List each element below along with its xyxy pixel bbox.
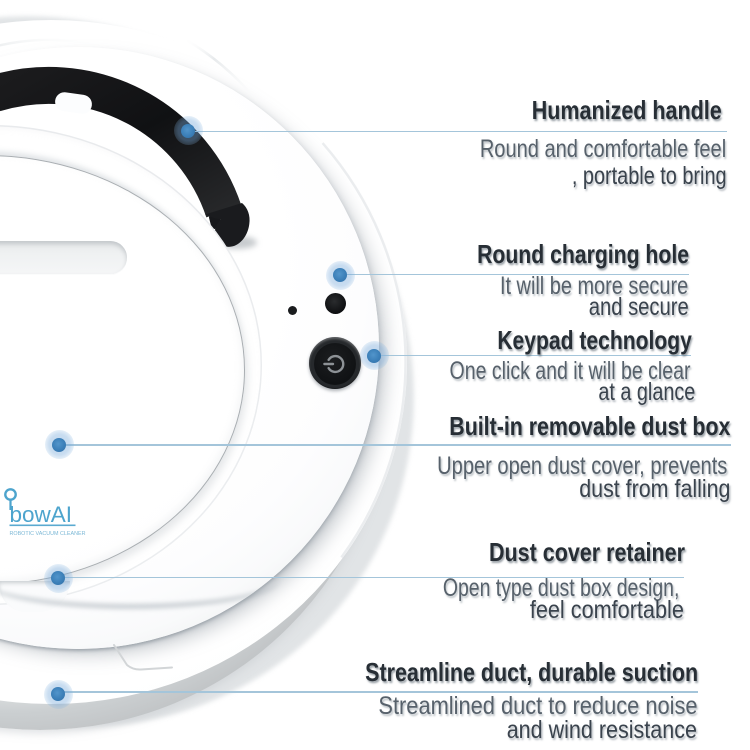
svg-text:bowAI: bowAI bbox=[10, 502, 73, 527]
svg-text:ROBOTIC VACUUM CLEANER: ROBOTIC VACUUM CLEANER bbox=[10, 531, 86, 537]
